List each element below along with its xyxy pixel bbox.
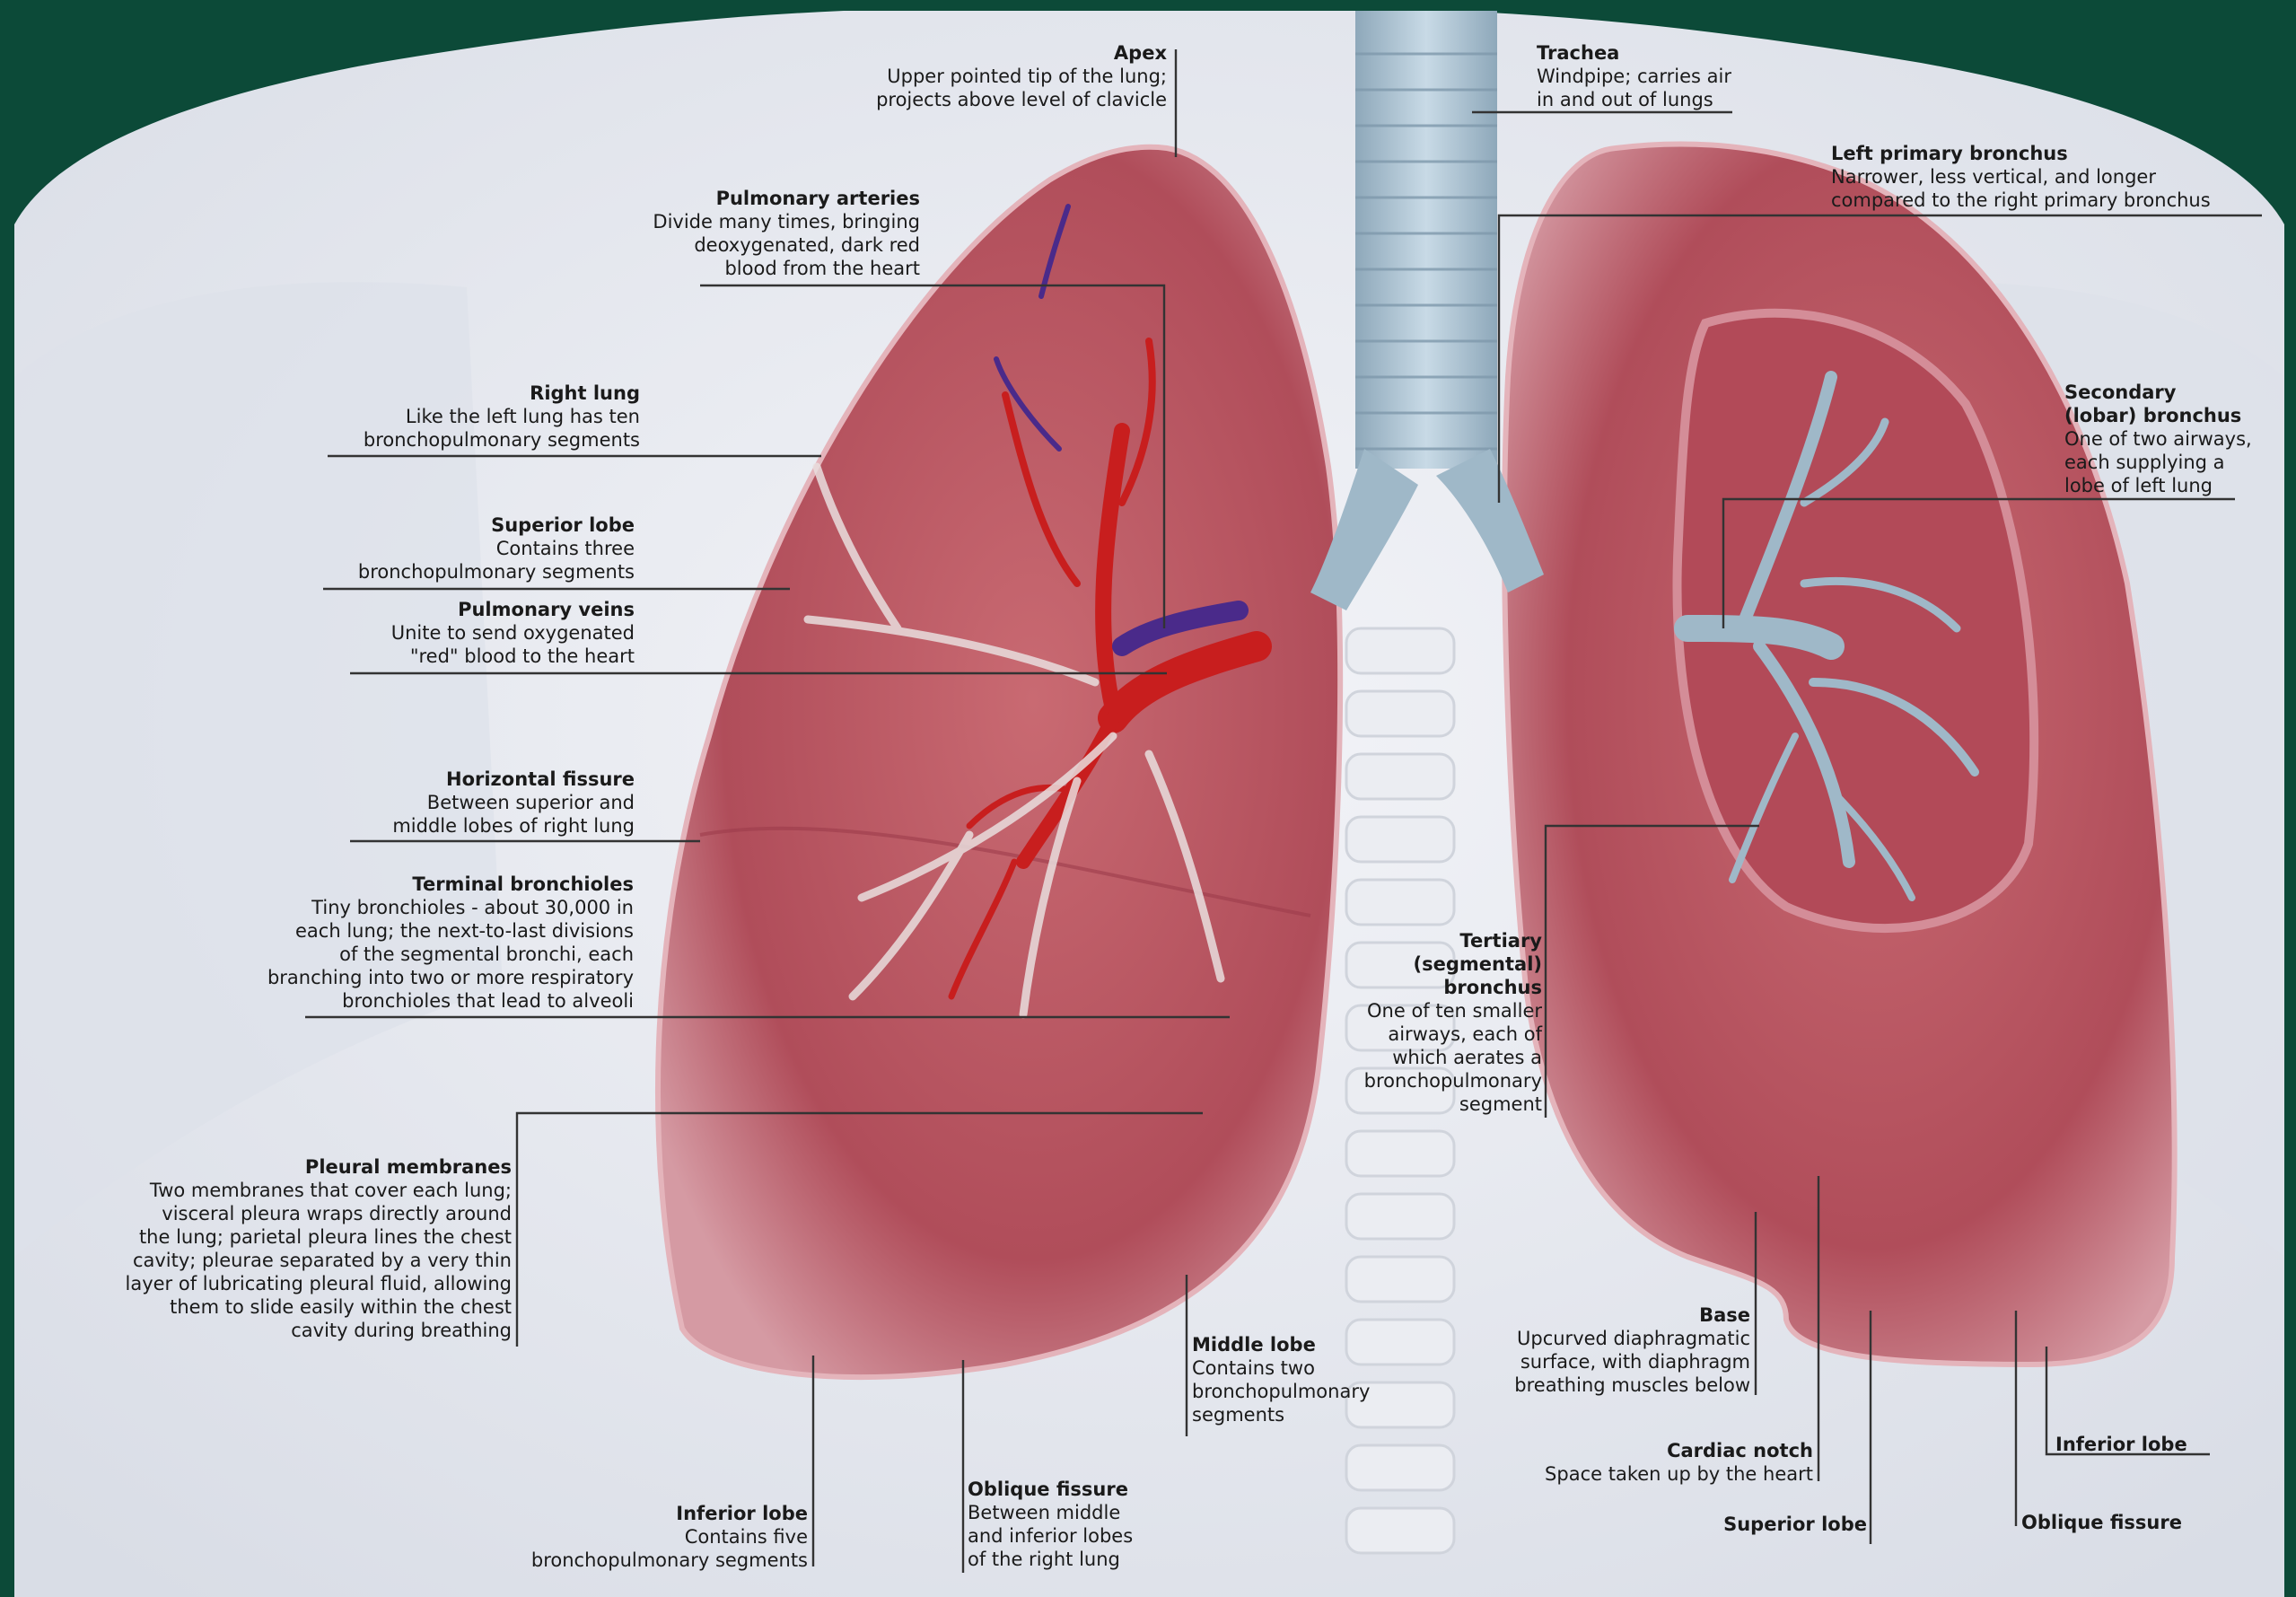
label-oblique-fissure-right: Oblique fissure Between middle and infer… [968,1478,1201,1571]
label-apex-title: Apex [808,41,1167,65]
label-inferior-lobe-right: Inferior lobe Contains five bronchopulmo… [485,1502,808,1572]
label-apex-desc: Upper pointed tip of the lung; projects … [808,65,1167,111]
label-superior-lobe-right-title: Superior lobe [305,513,635,537]
label-cardiac-notch-title: Cardiac notch [1472,1439,1813,1462]
label-superior-lobe-right-desc: Contains three bronchopulmonary segments [305,537,635,584]
label-middle-lobe: Middle lobe Contains two bronchopulmonar… [1192,1333,1416,1426]
label-horizontal-fissure-desc: Between superior and middle lobes of rig… [323,791,635,838]
label-right-lung-title: Right lung [296,382,640,405]
label-horizontal-fissure: Horizontal fissure Between superior and … [323,768,635,838]
label-left-primary-bronchus: Left primary bronchus Narrower, less ver… [1831,142,2289,212]
label-right-lung: Right lung Like the left lung has ten br… [296,382,640,452]
label-terminal-bronchioles-title: Terminal bronchioles [180,873,634,896]
label-tertiary-bronchus-title: Tertiary (segmental) bronchus [1284,929,1542,999]
label-inferior-lobe-right-title: Inferior lobe [485,1502,808,1525]
label-secondary-bronchus-desc: One of two airways, each supplying a lob… [2064,427,2289,497]
label-middle-lobe-title: Middle lobe [1192,1333,1416,1356]
label-cardiac-notch-desc: Space taken up by the heart [1472,1462,1813,1486]
label-trachea-title: Trachea [1537,41,1824,65]
label-left-primary-bronchus-title: Left primary bronchus [1831,142,2289,165]
label-right-lung-desc: Like the left lung has ten bronchopulmon… [296,405,640,452]
label-middle-lobe-desc: Contains two bronchopulmonary segments [1192,1356,1416,1426]
label-superior-lobe-left-title: Superior lobe [1643,1513,1867,1536]
label-base-desc: Upcurved diaphragmatic surface, with dia… [1463,1327,1750,1397]
label-horizontal-fissure-title: Horizontal fissure [323,768,635,791]
label-oblique-fissure-left: Oblique fissure [2021,1511,2255,1534]
label-terminal-bronchioles: Terminal bronchioles Tiny bronchioles - … [180,873,634,1013]
label-tertiary-bronchus-desc: One of ten smaller airways, each of whic… [1284,999,1542,1116]
label-left-primary-bronchus-desc: Narrower, less vertical, and longer comp… [1831,165,2289,212]
label-oblique-fissure-left-title: Oblique fissure [2021,1511,2255,1534]
label-pulmonary-veins-desc: Unite to send oxygenated "red" blood to … [323,621,635,668]
label-cardiac-notch: Cardiac notch Space taken up by the hear… [1472,1439,1813,1486]
label-pulmonary-arteries-desc: Divide many times, bringing deoxygenated… [556,210,920,280]
label-base: Base Upcurved diaphragmatic surface, wit… [1463,1303,1750,1397]
label-apex: Apex Upper pointed tip of the lung; proj… [808,41,1167,111]
label-trachea: Trachea Windpipe; carries air in and out… [1537,41,1824,111]
label-base-title: Base [1463,1303,1750,1327]
label-inferior-lobe-left-title: Inferior lobe [2055,1433,2262,1456]
label-terminal-bronchioles-desc: Tiny bronchioles - about 30,000 in each … [180,896,634,1013]
label-secondary-bronchus-title: Secondary (lobar) bronchus [2064,381,2289,427]
label-oblique-fissure-right-desc: Between middle and inferior lobes of the… [968,1501,1201,1571]
label-tertiary-bronchus: Tertiary (segmental) bronchus One of ten… [1284,929,1542,1116]
label-pleural-membranes-title: Pleural membranes [54,1155,512,1179]
label-oblique-fissure-right-title: Oblique fissure [968,1478,1201,1501]
label-pulmonary-arteries: Pulmonary arteries Divide many times, br… [556,187,920,280]
label-pleural-membranes: Pleural membranes Two membranes that cov… [54,1155,512,1342]
label-superior-lobe-right: Superior lobe Contains three bronchopulm… [305,513,635,584]
label-pleural-membranes-desc: Two membranes that cover each lung; visc… [54,1179,512,1342]
label-pulmonary-veins: Pulmonary veins Unite to send oxygenated… [323,598,635,668]
label-inferior-lobe-right-desc: Contains five bronchopulmonary segments [485,1525,808,1572]
label-secondary-bronchus: Secondary (lobar) bronchus One of two ai… [2064,381,2289,497]
label-trachea-desc: Windpipe; carries air in and out of lung… [1537,65,1824,111]
label-inferior-lobe-left: Inferior lobe [2055,1433,2262,1456]
label-pulmonary-veins-title: Pulmonary veins [323,598,635,621]
label-pulmonary-arteries-title: Pulmonary arteries [556,187,920,210]
label-superior-lobe-left: Superior lobe [1643,1513,1867,1536]
